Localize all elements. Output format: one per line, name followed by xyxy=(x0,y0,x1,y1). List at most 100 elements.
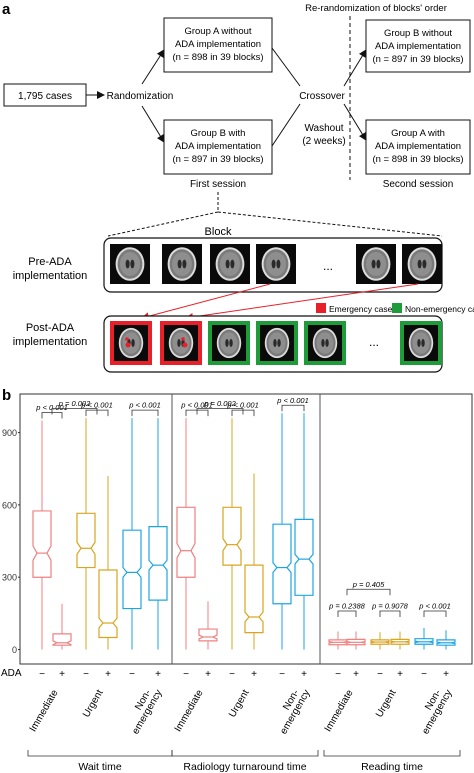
ada-sign: + xyxy=(105,669,111,680)
group-b-second-box xyxy=(365,19,471,73)
legend-emergency-swatch xyxy=(316,303,326,313)
post-ada-scan xyxy=(260,325,294,361)
bracket-line xyxy=(423,610,447,617)
group-a-first-l2: ADA implementation xyxy=(175,39,261,50)
panel-a-label: a xyxy=(2,1,11,18)
post-ada-scan xyxy=(308,325,342,361)
ada-row-label: ADA xyxy=(1,668,22,679)
bracket-line xyxy=(379,610,401,617)
post-ada-l1: Post-ADA xyxy=(26,322,75,334)
box-body xyxy=(76,512,96,569)
p-value-label: p < 0.001 xyxy=(128,401,161,410)
category-label: Urgent xyxy=(374,688,399,720)
block-text: Block xyxy=(205,226,232,238)
box-urgent-without-ada xyxy=(76,418,96,650)
ada-sign: + xyxy=(397,669,403,680)
box-nonemergency-with-ada xyxy=(148,418,168,650)
box-body xyxy=(122,529,142,610)
ada-sign: + xyxy=(443,669,449,680)
p-value-bracket: p < 0.001 xyxy=(418,601,451,617)
category-label: Immediate xyxy=(173,688,206,734)
group-bracket xyxy=(27,750,173,757)
group-a-second-l1: Group A with xyxy=(391,128,445,139)
ada-sign: − xyxy=(129,669,135,680)
group-bracket xyxy=(323,750,461,757)
crossover-text: Crossover xyxy=(299,91,345,102)
pre-ada-scans xyxy=(110,244,442,284)
group-b-first-l2: ADA implementation xyxy=(175,141,261,152)
pre-ada-l1: Pre-ADA xyxy=(28,256,72,268)
box-immediate-without-ada xyxy=(32,420,52,650)
p-value-label: p = 0.002 xyxy=(203,399,236,408)
bracket-line xyxy=(196,408,244,415)
ada-sign: − xyxy=(83,669,89,680)
bracket-line xyxy=(337,610,357,617)
ada-sign: − xyxy=(183,669,189,680)
pre-ada-scan xyxy=(210,244,250,284)
box-urgent-without-ada xyxy=(370,632,390,650)
group-b-first-box xyxy=(163,119,273,175)
p-value-label: p < 0.001 xyxy=(418,601,451,610)
p-value-label: p < 0.001 xyxy=(35,403,68,412)
washout-l2: (2 weeks) xyxy=(302,136,345,147)
p-value-label: p < 0.001 xyxy=(226,401,259,410)
p-value-label: p < 0.001 xyxy=(80,401,113,410)
y-tick-label: 600 xyxy=(2,500,17,510)
washout-l1: Washout xyxy=(304,123,343,134)
post-ada-scan xyxy=(212,325,246,361)
p-value-label: p = 0.9078 xyxy=(371,601,408,610)
randomization-text: Randomization xyxy=(107,91,174,102)
group-b-second-l1: Group B without xyxy=(384,28,452,39)
y-tick-label: 300 xyxy=(2,573,17,583)
box-nonemergency-without-ada xyxy=(414,627,434,650)
group-a-first-l3: (n = 898 in 39 blocks) xyxy=(172,52,263,63)
category-label: Immediate xyxy=(28,688,61,734)
box-body xyxy=(294,518,314,596)
p-value-bracket: p = 0.405 xyxy=(346,580,391,596)
legend-nonemergency-swatch xyxy=(392,303,402,313)
ada-sign: + xyxy=(59,669,65,680)
p-value-bracket: p < 0.001 xyxy=(128,401,161,417)
box-body xyxy=(198,628,218,642)
plot-frame xyxy=(19,393,473,665)
ada-sign: + xyxy=(205,669,211,680)
ada-sign: + xyxy=(353,669,359,680)
group-b-second-l3: (n = 897 in 39 blocks) xyxy=(372,54,463,65)
group-a-second-l3: (n = 898 in 39 blocks) xyxy=(372,154,463,165)
box-nonemergency-with-ada xyxy=(294,413,314,650)
bracket-line xyxy=(131,409,159,417)
pre-ada-scan xyxy=(162,244,202,284)
ada-sign: − xyxy=(377,669,383,680)
post-ada-scans xyxy=(110,321,442,365)
box-urgent-with-ada xyxy=(98,475,118,650)
p-value-bracket: p = 0.2388 xyxy=(328,601,366,617)
post-ada-l2: implementation xyxy=(13,336,88,348)
box-body xyxy=(98,569,118,639)
ada-sign: − xyxy=(421,669,427,680)
p-value-bracket: p = 0.002 xyxy=(51,399,98,415)
cases-text: 1,795 cases xyxy=(18,91,72,102)
hemorrhage-mark xyxy=(182,342,188,348)
group-a-second-l2: ADA implementation xyxy=(375,141,461,152)
box-nonemergency-without-ada xyxy=(272,413,292,650)
pre-ada-scan xyxy=(356,244,396,284)
panel-a: a 1,795 cases Randomization Group A with… xyxy=(2,1,474,373)
box-body xyxy=(222,506,242,566)
p-value-bracket: p < 0.001 xyxy=(276,396,309,412)
box-body xyxy=(52,633,72,646)
group-name: Wait time xyxy=(78,761,122,773)
box-body xyxy=(244,564,264,634)
ada-sign: + xyxy=(155,669,161,680)
group-a-first-box xyxy=(163,17,273,73)
p-value-bracket: p = 0.002 xyxy=(196,399,244,415)
legend-emergency-text: Emergency case xyxy=(329,304,393,314)
legend-nonemergency-text: Non-emergency case xyxy=(405,304,474,314)
category-label: Urgent xyxy=(81,688,106,720)
first-session-text: First session xyxy=(190,179,246,190)
p-value-label: p < 0.001 xyxy=(276,396,309,405)
group-b-first-l3: (n = 897 in 39 blocks) xyxy=(172,154,263,165)
